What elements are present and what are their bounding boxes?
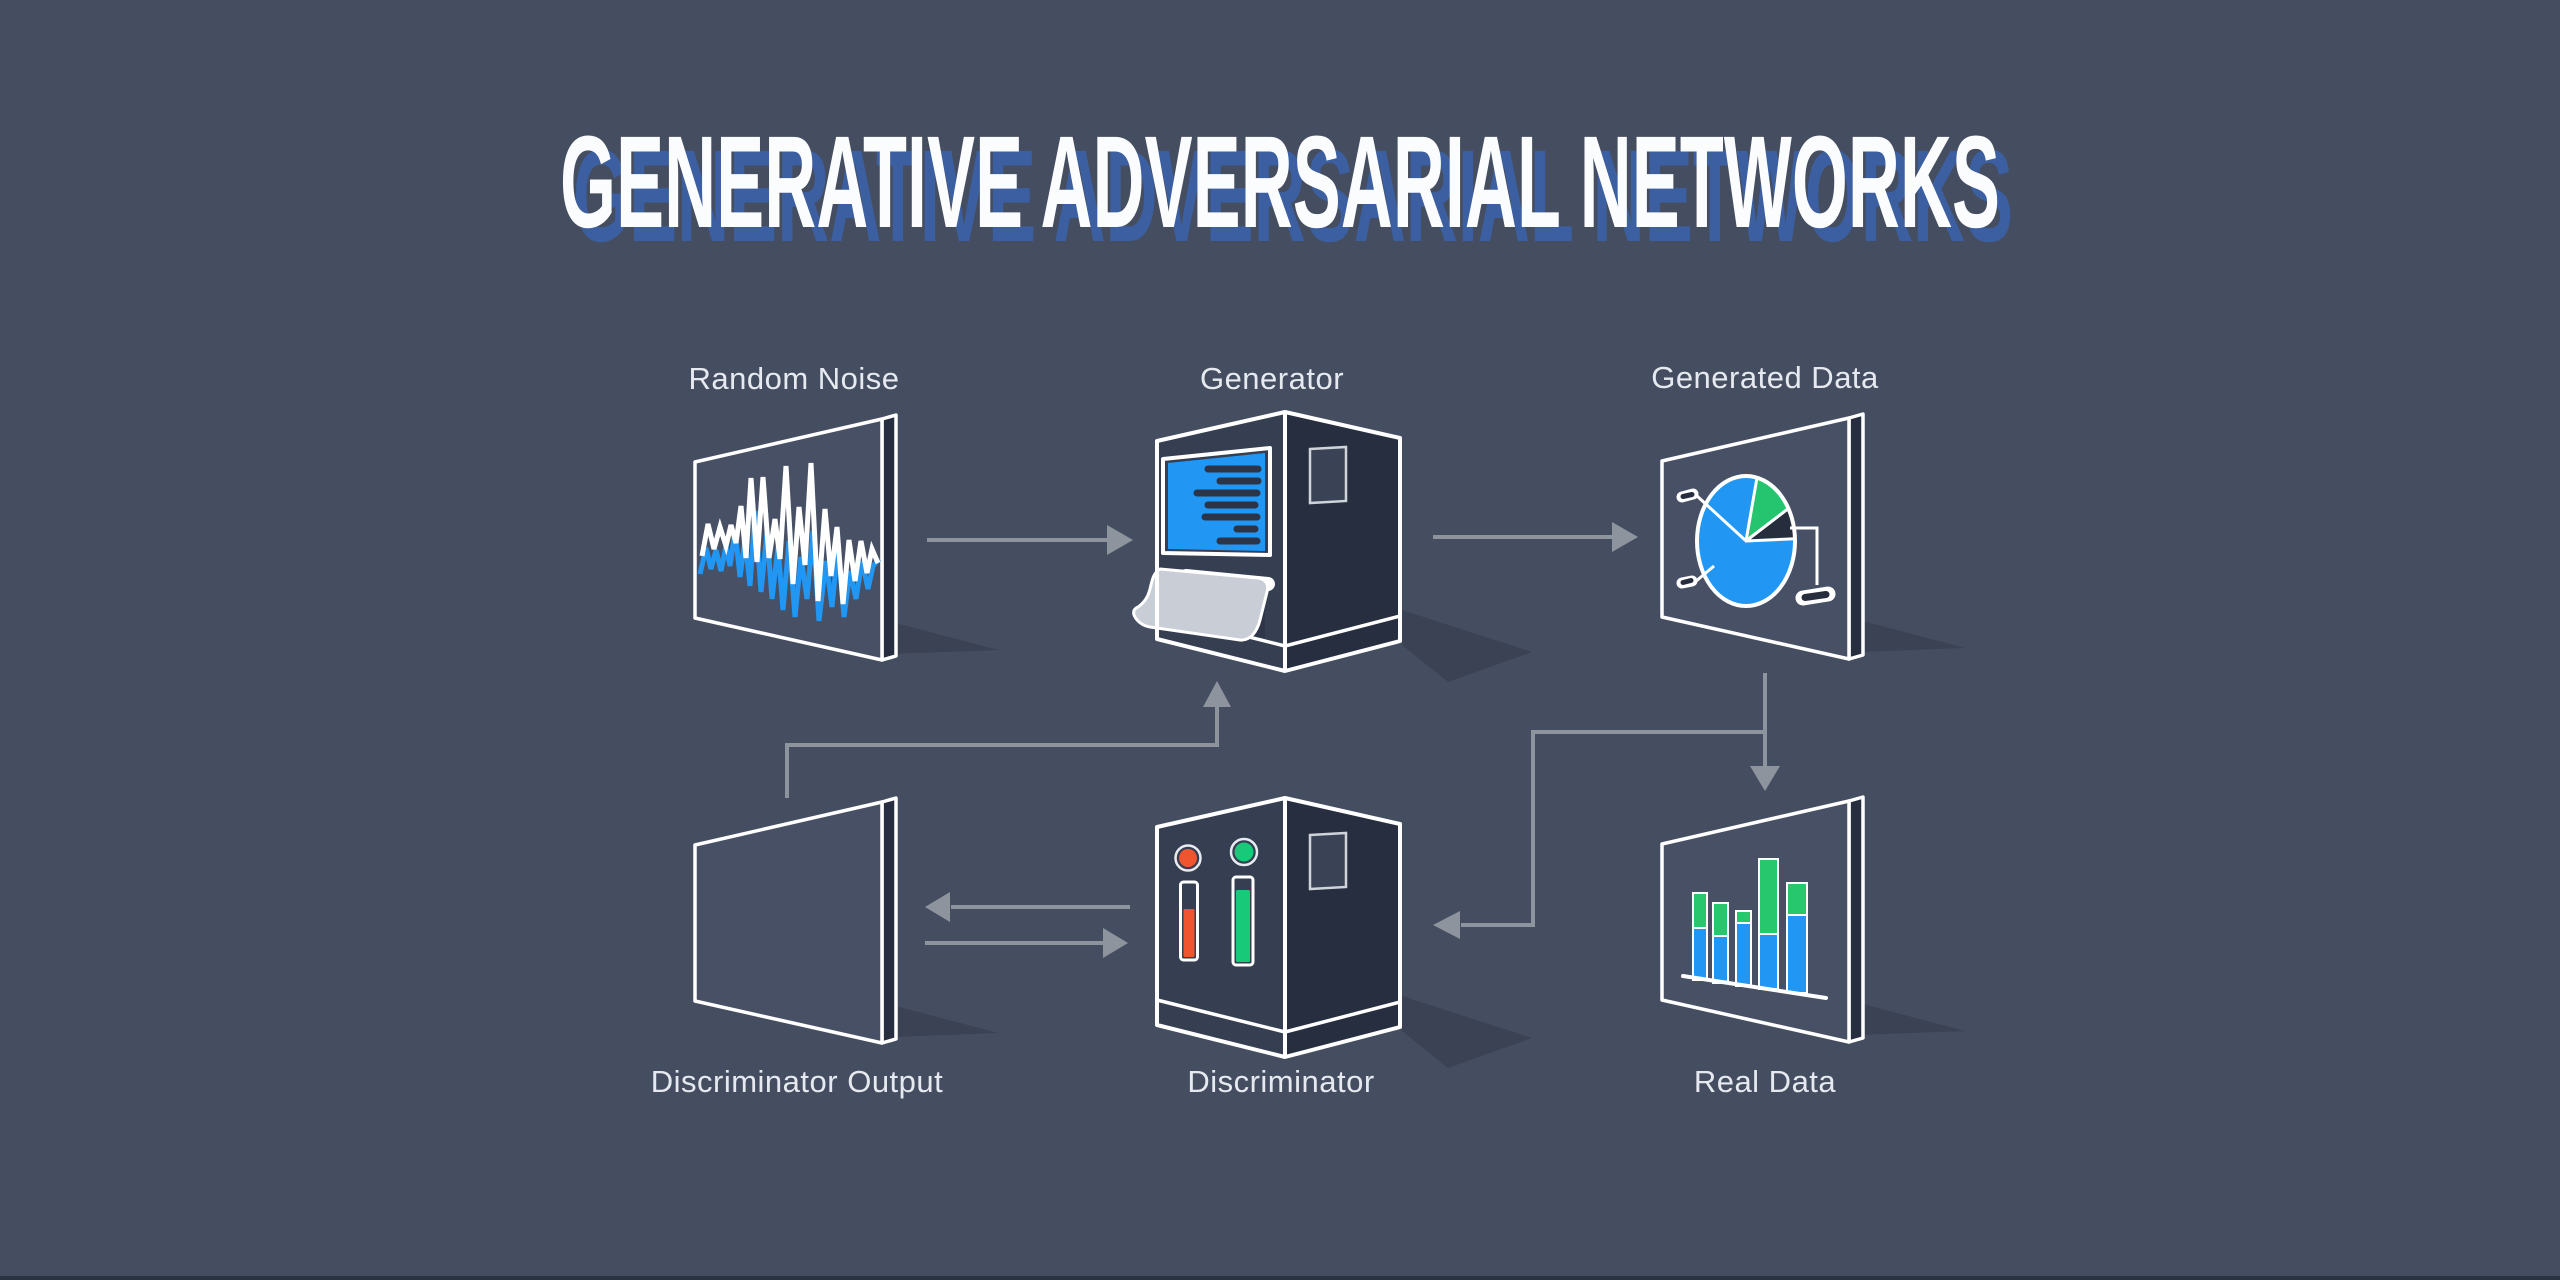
status-light-green-icon [1229, 837, 1259, 867]
label-discriminator-output: Discriminator Output [651, 1064, 944, 1099]
panel-side-edge [1847, 412, 1865, 661]
shadow-generated-data [1859, 620, 1965, 652]
printed-paper-icon [1132, 567, 1270, 642]
panel-front blank-panel-icon [693, 800, 884, 1045]
node-generator [1132, 410, 1402, 673]
machine-outline [1155, 796, 1402, 1059]
shadow-discriminator [1402, 996, 1532, 1068]
arrow-generated-data-to-discriminator [1433, 730, 1765, 939]
arrow-discriminator-output-to-discriminator [925, 928, 1128, 958]
machine-outline [1155, 410, 1402, 673]
bar-chart-baseline [1681, 974, 1828, 1000]
panel-side-edge [880, 413, 898, 662]
gauge-green-icon [1231, 875, 1255, 967]
machine-side-window [1308, 831, 1348, 891]
pie-leader-line-bottom [1694, 564, 1715, 584]
generator-screen [1161, 446, 1272, 557]
gauge-red-icon [1179, 880, 1199, 962]
panel-side-edge [880, 796, 898, 1045]
arrow-feedback-discriminator-output-to-generator [785, 681, 1231, 798]
arrowhead-right-icon [1103, 928, 1128, 958]
shadow-random-noise [892, 622, 998, 654]
arrowhead-left-icon [925, 892, 950, 922]
pie-label-pills [1676, 488, 1836, 606]
arrow-generated-data-to-real-data [1750, 673, 1780, 791]
arrowhead-right-icon [1107, 525, 1133, 555]
machine-side-window [1308, 445, 1348, 505]
arrow-random-noise-to-generator [927, 525, 1133, 555]
arrowhead-down-icon [1750, 766, 1780, 791]
arrowhead-up-icon [1203, 681, 1231, 707]
shadow-generator [1402, 610, 1532, 682]
pie-leader-line-top [1695, 494, 1747, 542]
node-discriminator-output [693, 796, 898, 1045]
arrowhead-right-icon [1612, 522, 1638, 552]
arrowhead-left-icon [1433, 911, 1460, 939]
label-discriminator: Discriminator [1187, 1064, 1374, 1099]
label-generated-data: Generated Data [1651, 360, 1879, 395]
arrow-generator-to-generated-data [1433, 522, 1638, 552]
status-light-red-icon [1174, 844, 1202, 872]
node-generated-data [1660, 412, 1865, 661]
page-title: GENERATIVE ADVERSARIAL NETWORKS [560, 108, 2000, 255]
screen-code-lines-icon [1193, 465, 1262, 545]
node-discriminator [1155, 796, 1402, 1059]
shadow-discriminator-output [892, 1005, 998, 1037]
node-real-data [1660, 795, 1865, 1044]
node-random-noise [693, 413, 898, 662]
label-generator: Generator [1200, 361, 1344, 396]
panel-front [1660, 799, 1851, 1044]
waveform-icon [697, 462, 881, 622]
arrow-discriminator-to-discriminator-output [925, 892, 1130, 922]
panel-side-edge [1847, 795, 1865, 1044]
label-real-data: Real Data [1694, 1064, 1837, 1099]
pie-leader-elbow [1790, 526, 1819, 585]
pie-chart-icon [1676, 474, 1836, 608]
bar-chart-icon [1692, 858, 1808, 994]
page-title-shadow: GENERATIVE ADVERSARIAL NETWORKS [573, 122, 2013, 269]
machine-front-face [1157, 798, 1285, 1057]
shadow-real-data [1859, 1003, 1965, 1035]
label-random-noise: Random Noise [688, 361, 899, 396]
bottom-edge-strip [0, 1276, 2560, 1280]
